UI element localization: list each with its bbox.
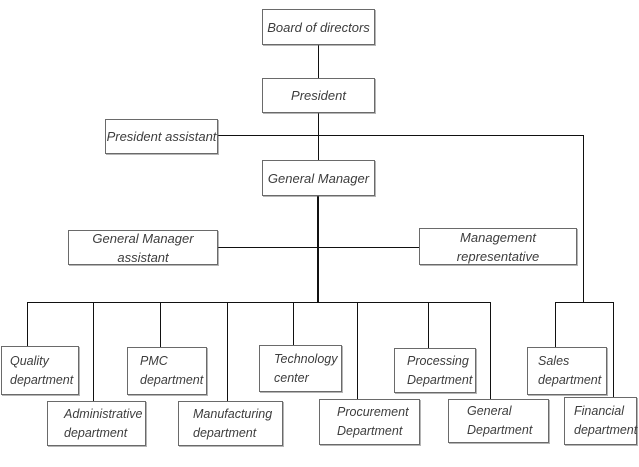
connector-gm-bus [317,196,319,302]
connector-president-gm [318,113,319,160]
connector-president-assistant-branch [218,135,583,136]
node-general-manager: General Manager [262,160,375,196]
node-label: Quality department [10,353,74,387]
drop-administrative [93,302,94,401]
drop-processing [428,302,429,348]
node-manufacturing-department: Manufacturing department [178,401,283,446]
node-general-department: General Department [448,399,549,443]
node-label: General Manager assistant [92,230,194,265]
node-label: President [291,88,346,103]
node-label: Technology center [274,351,338,385]
node-label: General Manager [267,170,370,186]
node-general-manager-assistant: General Manager assistant [68,230,218,265]
node-president-assistant: President assistant [105,119,218,154]
node-sales-department: Sales department [527,347,607,395]
node-pmc-department: PMC department [127,347,207,395]
connector-main-bus [27,302,490,303]
connector-board-president [318,45,319,78]
drop-pmc [160,302,161,347]
node-label: Processing Department [407,353,473,387]
connector-right-branch-drop [583,135,584,302]
node-label: PMC department [140,354,204,387]
node-label: Management representative [456,229,540,264]
node-label: Administrative department [64,406,143,440]
connector-right-bus [555,302,614,303]
node-financial-department: Financial department [564,397,637,445]
node-label: President assistant [106,129,217,144]
drop-general-department [490,302,491,399]
node-processing-department: Processing Department [394,348,476,393]
node-label: Financial department [574,404,638,437]
drop-technology [293,302,294,345]
node-management-representative: Management representative [419,228,577,265]
node-technology-center: Technology center [259,345,342,392]
node-label: Sales department [538,354,602,387]
drop-manufacturing [227,302,228,401]
node-label: Procurement Department [337,405,409,438]
connector-gm-assistant-management-rep [218,247,419,248]
node-label: Manufacturing department [193,406,273,440]
drop-quality [27,302,28,346]
drop-financial [613,302,614,397]
node-administrative-department: Administrative department [47,401,146,446]
node-president: President [262,78,375,113]
drop-sales [555,302,556,347]
node-board-of-directors: Board of directors [262,9,375,45]
node-label: Board of directors [267,19,370,35]
drop-procurement [357,302,358,399]
node-quality-department: Quality department [1,346,79,395]
node-procurement-department: Procurement Department [319,399,420,445]
node-label: General Department [467,404,533,437]
